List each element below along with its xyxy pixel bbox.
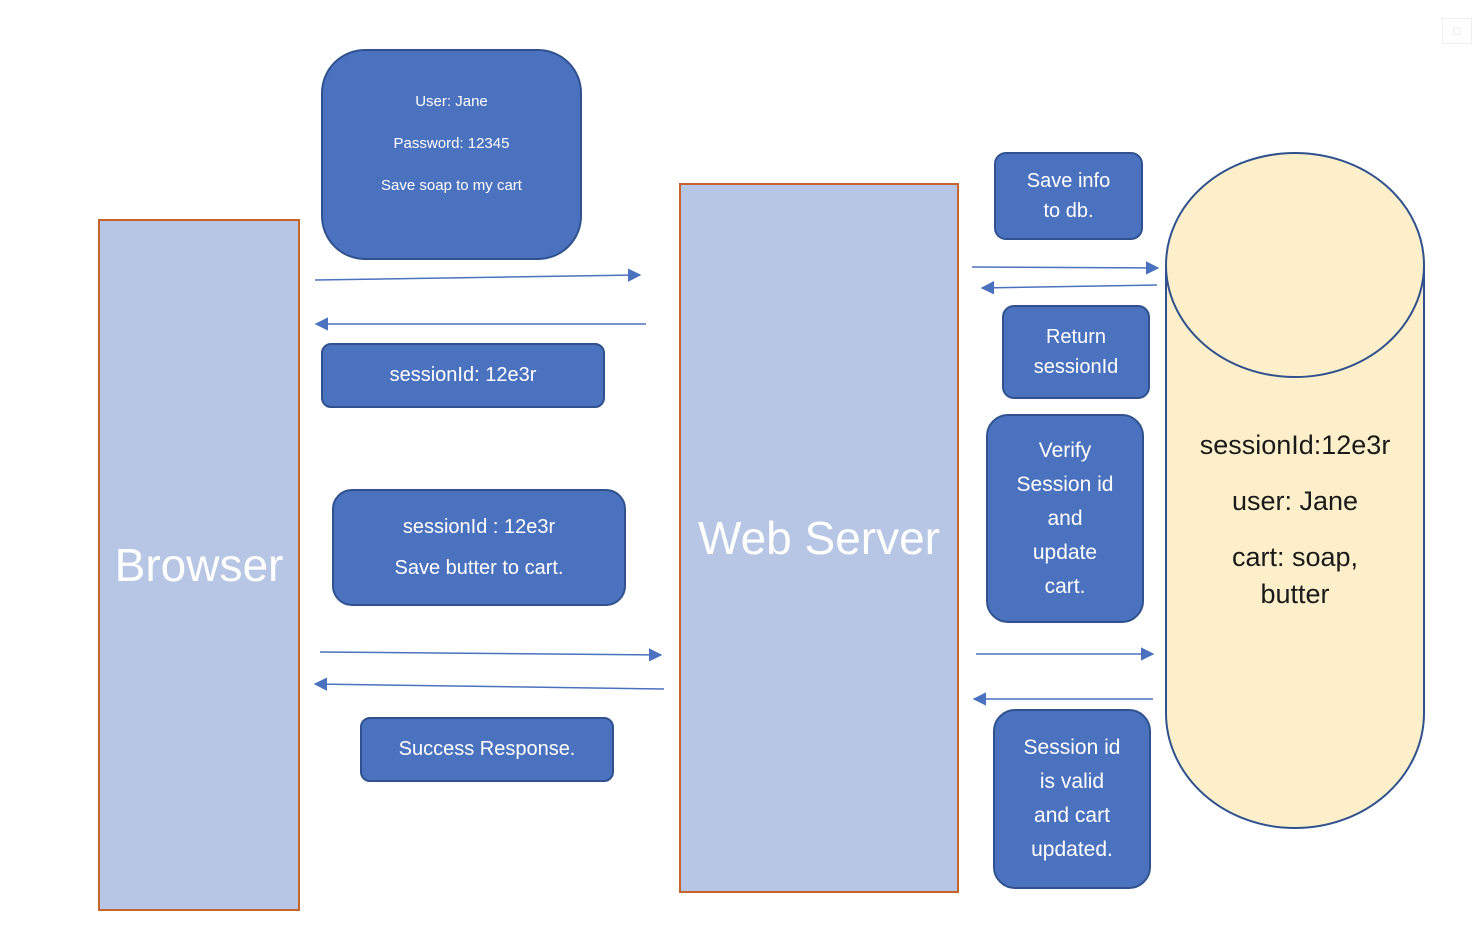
valid-line: is valid: [1039, 770, 1105, 793]
session-response-text: sessionId: 12e3r: [389, 364, 537, 386]
login-password: Password: 12345: [393, 135, 510, 152]
return-session-box: Return sessionId: [1002, 305, 1150, 399]
web-server-label: Web Server: [697, 512, 941, 564]
db-user: user: Jane: [1231, 486, 1359, 516]
verify-line: Session id: [1016, 472, 1114, 496]
butter-request-session: sessionId : 12e3r: [402, 515, 556, 538]
save-info-line: to db.: [1043, 200, 1094, 222]
login-request-box: User: Jane Password: 12345 Save soap to …: [321, 49, 582, 260]
database-cylinder: [1165, 152, 1425, 829]
session-response-box: sessionId: 12e3r: [321, 343, 605, 408]
valid-line: and cart: [1034, 804, 1110, 827]
database-contents: sessionId:12e3r user: Jane cart: soap, b…: [1166, 430, 1424, 610]
expand-icon[interactable]: □: [1442, 18, 1472, 44]
save-info-line: Save info: [1026, 170, 1111, 192]
verify-session-box: Verify Session id and update cart.: [986, 414, 1144, 623]
success-response-box: Success Response.: [360, 717, 614, 782]
db-cart-line1: cart: soap,: [1231, 542, 1359, 572]
arrow-save-to-db: [971, 261, 1160, 275]
arrow-session-from-db: [980, 281, 1158, 295]
login-action: Save soap to my cart: [381, 177, 522, 194]
arrow-butter-to-server: [319, 648, 663, 662]
butter-request-action: Save butter to cart.: [394, 556, 564, 579]
return-session-line: sessionId: [1033, 356, 1119, 378]
verify-line: cart.: [1044, 574, 1086, 598]
verify-line: and: [1047, 506, 1083, 530]
web-server-pillar: Web Server: [679, 183, 959, 893]
db-session: sessionId:12e3r: [1199, 430, 1391, 460]
login-user: User: Jane: [415, 93, 488, 110]
valid-line: Session id: [1023, 736, 1121, 759]
butter-request-box: sessionId : 12e3r Save butter to cart.: [332, 489, 626, 606]
browser-label: Browser: [114, 539, 284, 591]
verify-line: update: [1032, 540, 1098, 564]
arrow-login-to-server: [314, 268, 642, 282]
database-top: [1165, 152, 1425, 378]
db-cart-line2: butter: [1260, 579, 1330, 609]
database-body: [1165, 267, 1425, 829]
session-valid-box: Session id is valid and cart updated.: [993, 709, 1151, 889]
valid-line: updated.: [1031, 838, 1113, 861]
return-session-line: Return: [1045, 326, 1107, 348]
browser-pillar: Browser: [98, 219, 300, 911]
save-info-box: Save info to db.: [994, 152, 1143, 240]
verify-line: Verify: [1038, 438, 1092, 462]
success-response-text: Success Response.: [398, 738, 576, 760]
arrow-success-to-browser: [313, 677, 665, 691]
